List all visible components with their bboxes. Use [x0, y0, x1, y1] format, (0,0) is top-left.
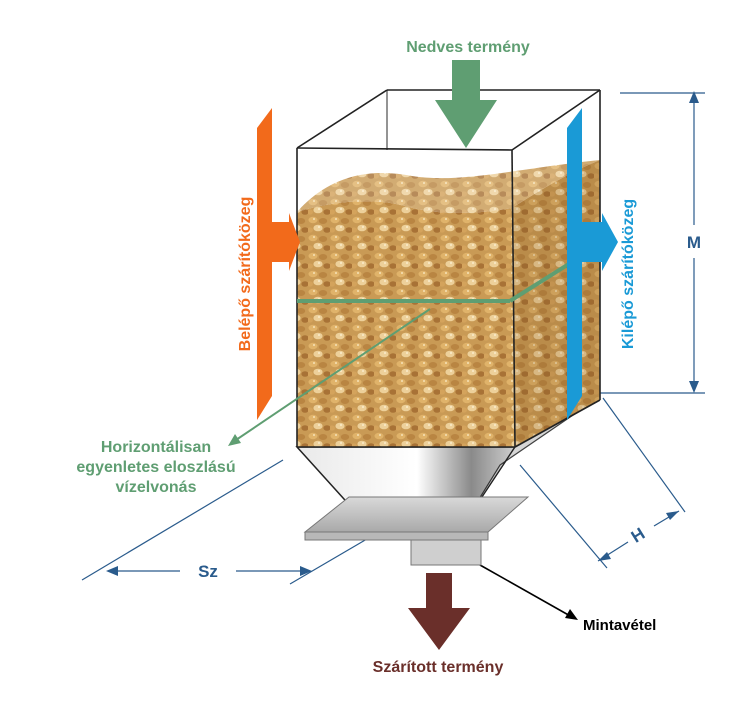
sampling-arrowhead	[565, 609, 578, 620]
wet-product-arrow	[435, 60, 497, 148]
inlet-air-arrow	[257, 108, 300, 420]
moisture-label-line-2: egyenletes eloszlású	[76, 459, 235, 476]
moisture-label-line-3: vízelvonás	[116, 479, 197, 496]
sampling-label: Mintavétel	[583, 617, 656, 634]
base-plate-edge	[304, 531, 489, 541]
grain-top-shade	[297, 160, 600, 213]
outlet-air-arrow	[567, 108, 618, 420]
height-dimension-label: M	[687, 233, 701, 252]
outlet-box	[410, 539, 482, 566]
grain-top-surface	[297, 160, 600, 213]
dimension-arrowheads	[106, 91, 699, 576]
inlet-medium-label: Belépő szárítóközeg	[237, 197, 254, 352]
width-dimension-label: Sz	[198, 562, 218, 581]
depth-dimension-label: H	[628, 524, 648, 547]
chamber-frame	[296, 89, 601, 448]
dimension-lines	[81, 92, 705, 618]
grain-side-shade	[512, 160, 600, 447]
base-plate	[303, 496, 530, 533]
dried-product-label: Szárított termény	[373, 659, 504, 676]
moisture-label-line-1: Horizontálisan	[101, 439, 211, 456]
dried-product-arrow	[408, 573, 470, 650]
wet-product-label: Nedves termény	[406, 39, 530, 56]
moisture-pointer	[232, 308, 431, 443]
outlet-medium-label: Kilépő szárítóközeg	[620, 199, 637, 349]
moisture-pointer-arrowhead	[228, 434, 241, 446]
